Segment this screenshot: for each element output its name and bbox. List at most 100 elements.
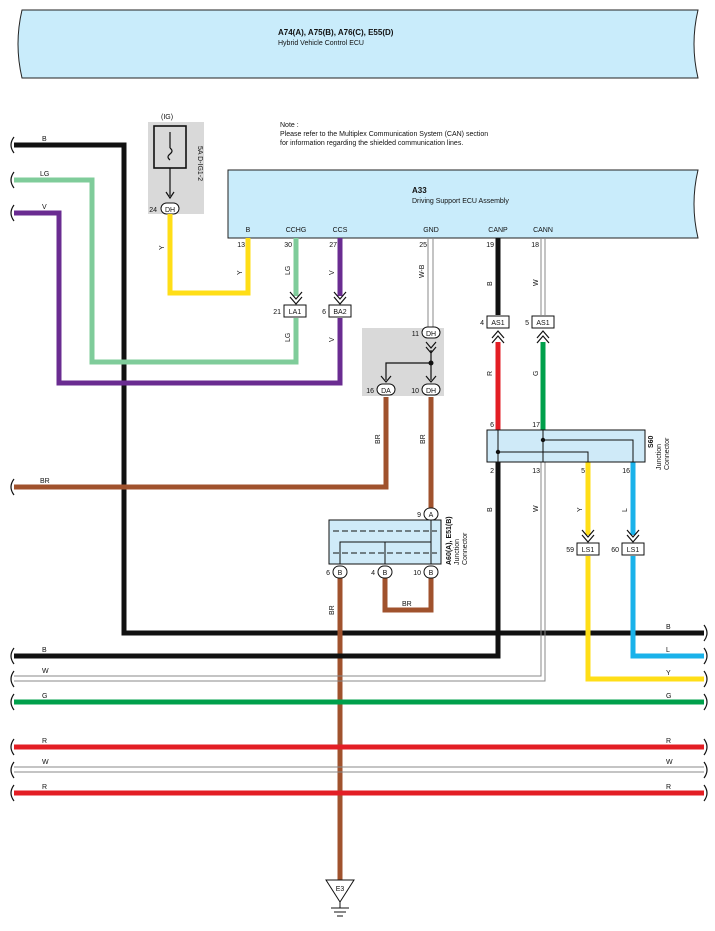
la1-pin: 21 [273, 309, 281, 316]
label-r-canp: R [487, 371, 494, 376]
hybrid-ecu-name: Hybrid Vehicle Control ECU [278, 40, 364, 47]
driving-support-ecu-box: A33 Driving Support ECU Assembly B CCHG … [227, 169, 699, 249]
ground-e3: E3 [325, 879, 355, 917]
label-w-cann: W [533, 279, 540, 286]
connector-ls1-l: LS1 60 [611, 529, 645, 556]
label-w-left-2: W [42, 759, 49, 766]
label-w-s60: W [533, 505, 540, 512]
splice-top-conn: DH [426, 331, 436, 338]
wire-lg [14, 177, 299, 365]
label-br-da: BR [375, 434, 382, 444]
label-r-right-2: R [666, 784, 671, 791]
label-g-right: G [666, 693, 671, 700]
a60-conn-10: B [429, 570, 434, 577]
label-y-fuse: Y [159, 245, 166, 250]
ls1-y-name: LS1 [582, 547, 595, 554]
connector-as1-cann: AS1 5 [525, 315, 555, 344]
pin-label-canp: CANP [488, 227, 508, 234]
wire-color-labels: B LG V BR B W G R W R B L Y G R W R Y Y … [40, 136, 673, 791]
s60-code: S60 [648, 435, 655, 448]
a60-pin-10: 10 [413, 570, 421, 577]
s60-pin-6: 6 [490, 422, 494, 429]
ls1-y-pin: 59 [566, 547, 574, 554]
left-wave-ends [10, 136, 15, 802]
label-l-right: L [666, 647, 670, 654]
label-lg-ecu: LG [285, 266, 292, 275]
label-l-s60: L [622, 508, 629, 512]
label-g-left: G [42, 693, 47, 700]
wire-b-main [14, 142, 704, 636]
s60-pin-17: 17 [532, 422, 540, 429]
s60-line-1: Junction [656, 444, 663, 470]
label-br-loop: BR [402, 601, 412, 608]
label-br-ground: BR [329, 605, 336, 615]
label-b-left-2: B [42, 647, 47, 654]
ls1-l-pin: 60 [611, 547, 619, 554]
junction-connector-a60: A 9 B 6 B 4 B 10 A60(A), E51(B) Junction… [326, 507, 469, 579]
wire-br-loop [382, 578, 434, 613]
a60-conn-6: B [338, 570, 343, 577]
label-b-s60: B [487, 507, 494, 512]
fuse-5a-d-ig1-2: (IG) 5A D-IG1-2 DH 24 [149, 114, 203, 215]
splice-bottom-pin: 10 [411, 388, 419, 395]
hybrid-ecu-code: A74(A), A75(B), A76(C), E55(D) [278, 28, 394, 37]
pin-num-27: 27 [329, 242, 337, 249]
label-y-s60: Y [577, 507, 584, 512]
wire-l-right [630, 556, 704, 659]
as1-p-pin: 4 [480, 320, 484, 327]
pin-label-ccs: CCS [333, 227, 348, 234]
label-lg-left: LG [40, 171, 49, 178]
pin-label-b: B [246, 227, 251, 234]
label-br-left: BR [40, 478, 50, 485]
splice-top-pin: 11 [412, 331, 419, 338]
label-w-right: W [666, 759, 673, 766]
pin-label-gnd: GND [423, 227, 439, 234]
s60-line-2: Connector [664, 437, 671, 470]
connector-la1: LA1 21 [273, 291, 307, 318]
pin-num-18: 18 [531, 242, 539, 249]
label-b-canp: B [487, 281, 494, 286]
label-r-right-1: R [666, 738, 671, 745]
splice-da-pin: 16 [366, 388, 374, 395]
note-line-1: Please refer to the Multiplex Communicat… [280, 131, 488, 138]
right-wave-ends [703, 624, 708, 802]
label-v-low: V [329, 337, 336, 342]
a60-line-2: Connector [462, 532, 469, 565]
pin-num-19: 19 [486, 242, 494, 249]
as1-p-name: AS1 [491, 320, 504, 327]
a60-pin-6: 6 [326, 570, 330, 577]
ba2-name: BA2 [333, 309, 346, 316]
la1-name: LA1 [289, 309, 302, 316]
note-title: Note : [280, 122, 299, 129]
splice-bottom-conn: DH [426, 388, 436, 395]
label-r-left-2: R [42, 784, 47, 791]
label-wb: W-B [419, 264, 426, 278]
label-y-ecu: Y [237, 270, 244, 275]
fuse-pin: 24 [149, 207, 157, 214]
wire-b-s60 [14, 462, 501, 659]
pin-num-25: 25 [419, 242, 427, 249]
ls1-l-name: LS1 [627, 547, 640, 554]
label-g-cann: G [533, 371, 540, 376]
label-b-top: B [42, 136, 47, 143]
label-b-right: B [666, 624, 671, 631]
pin-label-cann: CANN [533, 227, 553, 234]
label-r-left-1: R [42, 738, 47, 745]
pin-num-13: 13 [237, 242, 245, 249]
connector-as1-canp: AS1 4 [480, 315, 510, 344]
ground-name: E3 [336, 886, 345, 893]
as1-n-name: AS1 [536, 320, 549, 327]
label-br-dh: BR [420, 434, 427, 444]
junction-connector-s60: 6 17 2 13 5 16 S60 Junction Connector [486, 422, 671, 475]
wire-v [14, 210, 343, 386]
s60-pin-5: 5 [581, 468, 585, 475]
as1-n-pin: 5 [525, 320, 529, 327]
a60-pin-4: 4 [371, 570, 375, 577]
hybrid-ecu-box: A74(A), A75(B), A76(C), E55(D) Hybrid Ve… [17, 9, 699, 79]
fuse-conn: DH [165, 207, 175, 214]
s60-pin-13: 13 [532, 468, 540, 475]
fuse-name: 5A D-IG1-2 [196, 146, 203, 181]
note: Note : Please refer to the Multiplex Com… [280, 122, 488, 147]
connector-ba2: BA2 6 [322, 291, 352, 318]
wire-y-right [585, 556, 704, 682]
